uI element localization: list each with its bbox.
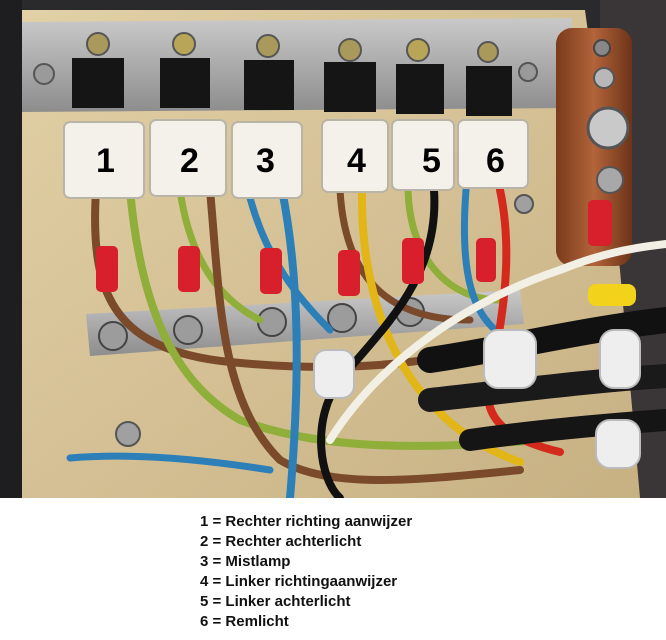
screw-icon — [173, 315, 203, 345]
terminal-block-5 — [391, 119, 455, 191]
legend-item-1: 1 = Rechter richting aanwijzer — [200, 513, 413, 530]
copper-bus-bar — [556, 28, 632, 266]
screw-icon — [596, 166, 624, 194]
connector-number-6: 6 — [486, 142, 505, 180]
screw-icon — [593, 67, 615, 89]
connector-number-2: 2 — [180, 142, 199, 180]
terminal-blocks — [63, 119, 529, 199]
legend-item-6: 6 = Remlicht — [200, 613, 289, 630]
wire-legend: 1 = Rechter richting aanwijzer 2 = Recht… — [200, 512, 620, 632]
terminal-block-2 — [149, 119, 227, 197]
screw-icon — [593, 39, 611, 57]
connector-number-5: 5 — [422, 142, 441, 180]
screw-icon — [33, 63, 55, 85]
terminal-block-3 — [231, 121, 303, 199]
terminal-block-1 — [63, 121, 145, 199]
connector-number-3: 3 — [256, 142, 275, 180]
legend-item-3: 3 = Mistlamp — [200, 553, 291, 570]
legend-item-5: 5 = Linker achterlicht — [200, 593, 351, 610]
terminal-block-6 — [457, 119, 529, 189]
wiring-photo: 1 2 3 4 5 6 — [0, 0, 666, 498]
screw-icon — [514, 194, 534, 214]
transistor-row — [72, 32, 512, 116]
cable-clamps — [313, 329, 641, 469]
screw-icon — [518, 62, 538, 82]
screw-icon — [327, 303, 357, 333]
screw-icon — [98, 321, 128, 351]
screw-icon — [115, 421, 141, 447]
ring-terminals — [96, 200, 636, 306]
legend-item-4: 4 = Linker richtingaanwijzer — [200, 573, 398, 590]
wiring-harness — [66, 186, 666, 498]
connector-number-1: 1 — [96, 142, 115, 180]
terminal-block-4 — [321, 119, 389, 193]
screw-icon — [586, 106, 630, 150]
legend-item-2: 2 = Rechter achterlicht — [200, 533, 362, 550]
connector-number-4: 4 — [347, 142, 366, 180]
